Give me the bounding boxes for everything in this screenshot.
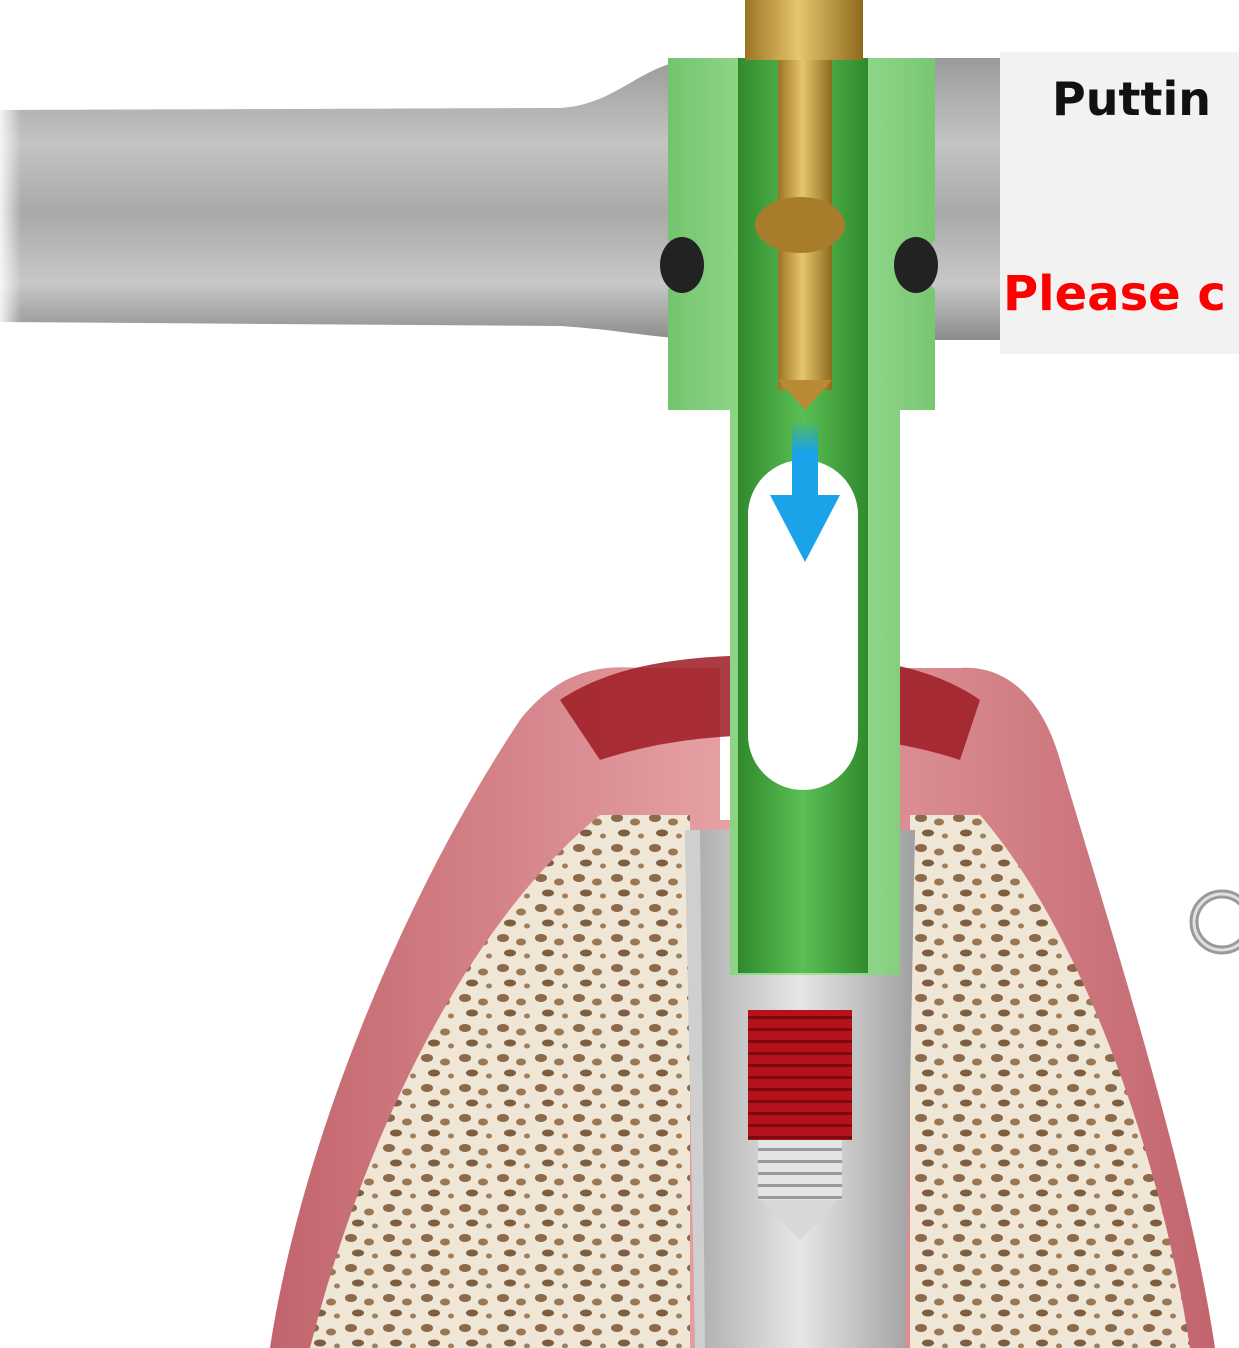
ring-icon [1194,894,1239,950]
caption-title: Puttin [1052,72,1211,126]
screw-thread-red [748,1010,852,1140]
caption-warning: Please c [1003,266,1226,322]
screw-thread-silver [758,1140,842,1200]
